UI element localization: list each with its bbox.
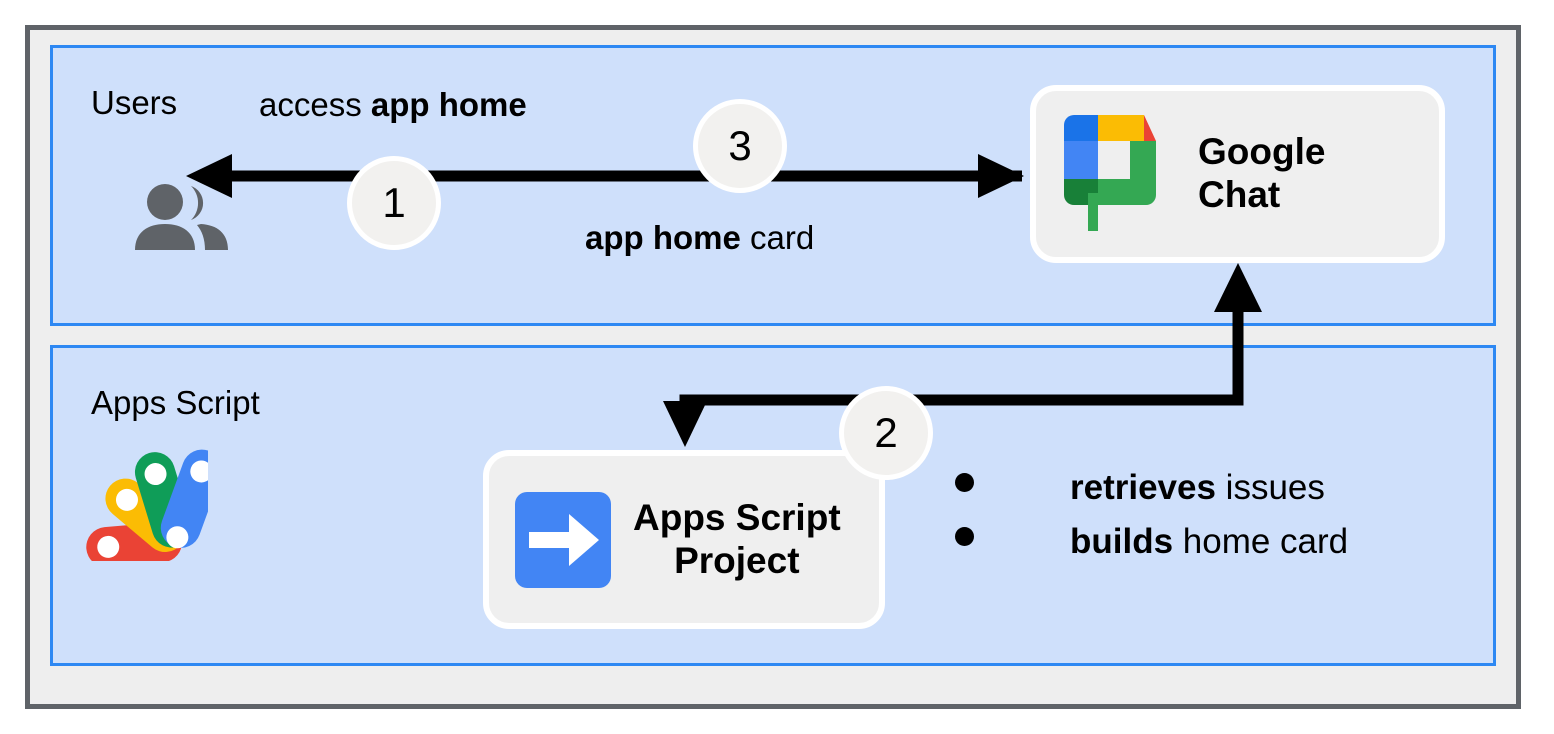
flow-label-app-home-card: app home card: [585, 219, 814, 257]
card-google-chat-label: Google Chat: [1198, 131, 1326, 215]
people-icon: [131, 184, 237, 250]
flow-label-card-plain: card: [740, 219, 815, 256]
step-badge-2: 2: [839, 386, 933, 480]
bullet-dot-icon: [955, 473, 974, 492]
flow-label-access-bold: app home: [370, 86, 527, 123]
card-google-chat[interactable]: Google Chat: [1030, 85, 1445, 263]
card-apps-script-project[interactable]: Apps Script Project: [483, 450, 885, 629]
apps-script-project-icon: [515, 491, 611, 588]
step-badge-1: 1: [347, 156, 441, 250]
lane-title-apps-script: Apps Script: [91, 384, 260, 421]
bullet-dot-icon: [955, 527, 974, 546]
flow-label-access-app-home: access app home: [259, 86, 527, 124]
list-item-rest: issues: [1215, 468, 1325, 507]
list-item-text: builds home card: [1070, 522, 1348, 562]
list-item: retrieves issues: [955, 468, 1425, 508]
list-item-text: retrieves issues: [1070, 468, 1325, 508]
flow-label-card-bold: app home: [585, 219, 741, 256]
list-item-bold: retrieves: [1070, 468, 1216, 507]
list-item-bold: builds: [1070, 522, 1174, 561]
lane-title-users: Users: [91, 84, 178, 121]
apps-script-logo-icon: [80, 443, 222, 568]
flow-label-access-plain: access: [259, 86, 371, 123]
google-chat-icon: [1054, 113, 1166, 235]
apps-script-actions-list: retrieves issues builds home card: [955, 468, 1425, 576]
step-badge-3: 3: [693, 99, 787, 193]
card-apps-script-project-label: Apps Script Project: [633, 496, 841, 581]
list-item: builds home card: [955, 522, 1425, 562]
list-item-rest: home card: [1173, 522, 1349, 561]
